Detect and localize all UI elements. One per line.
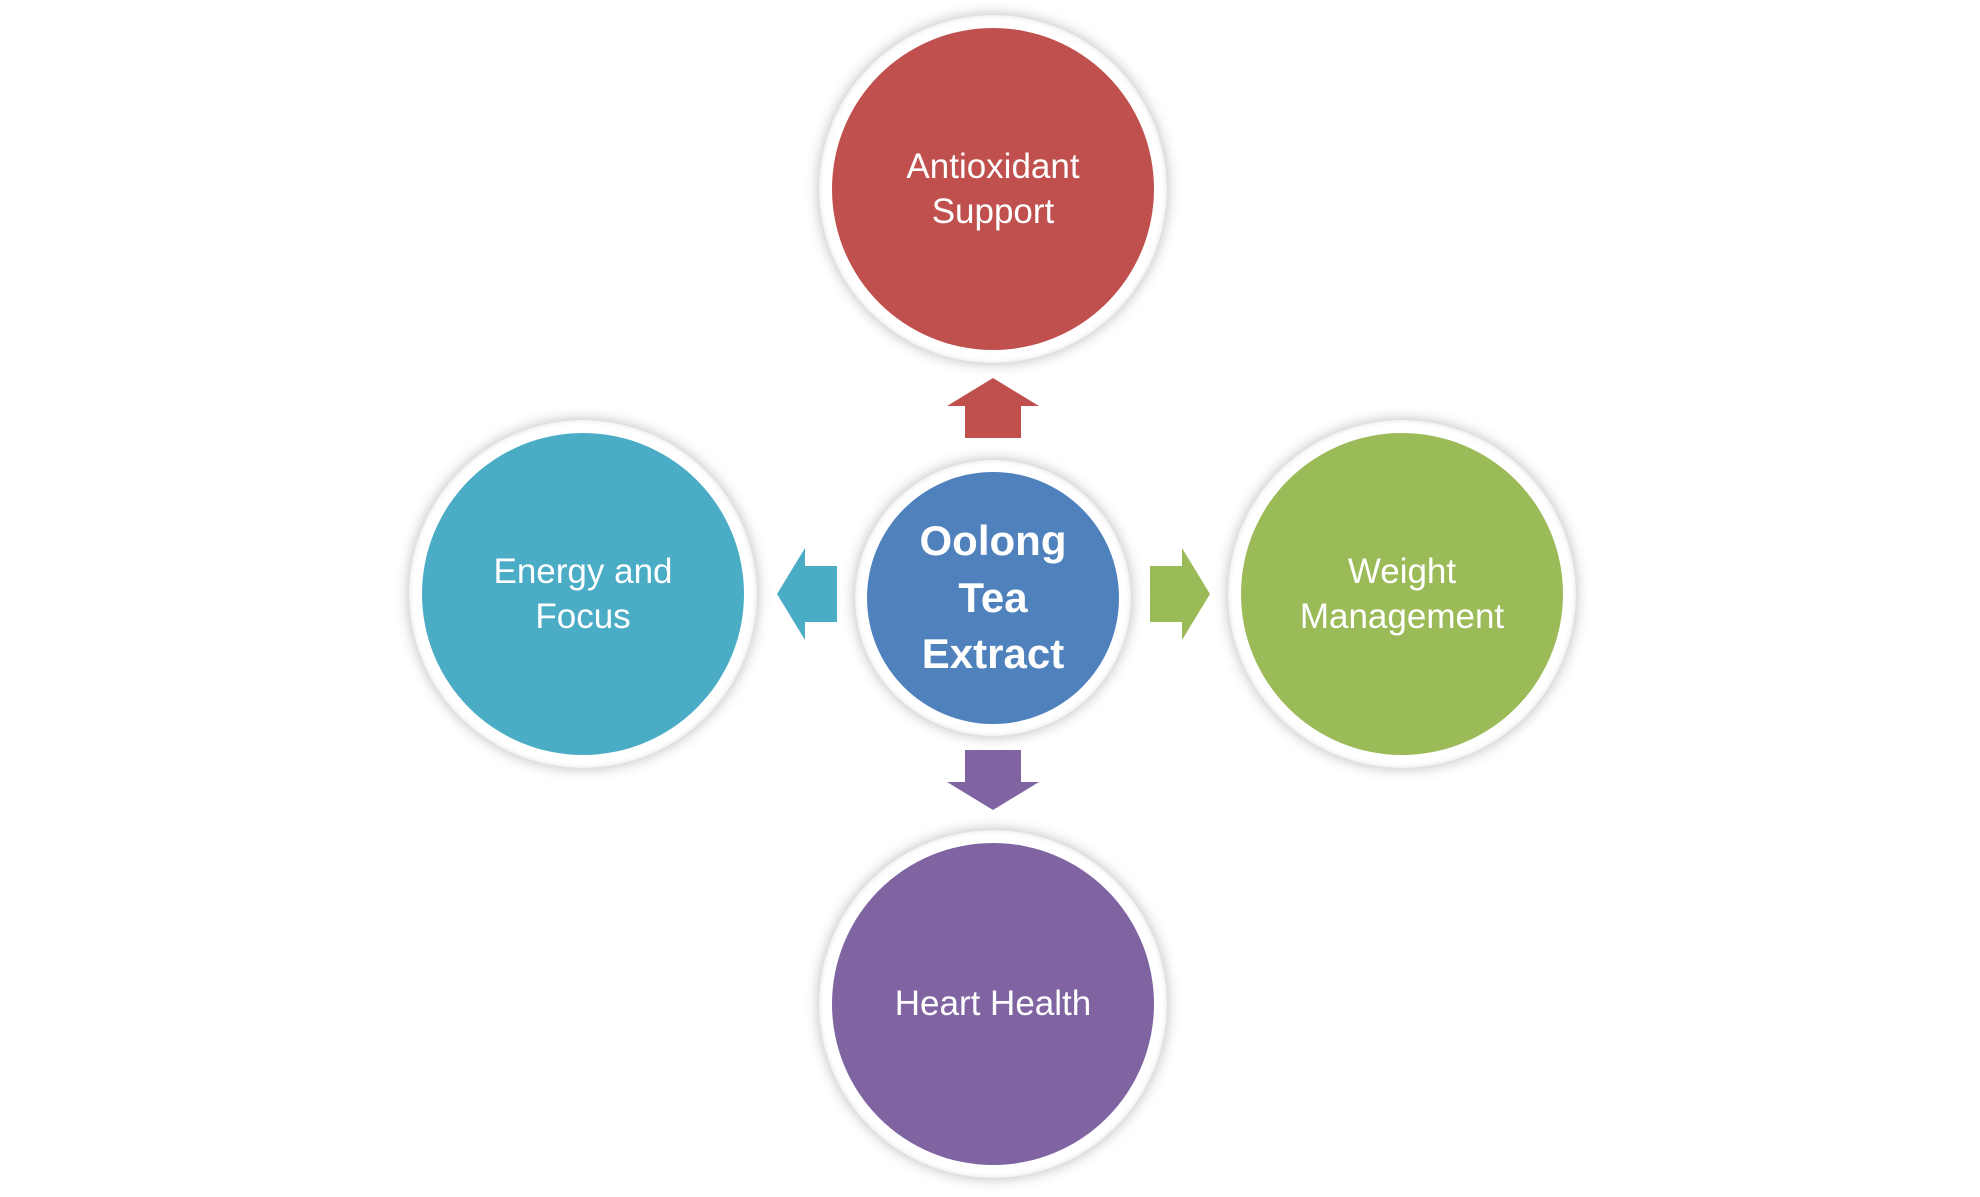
arrow-up-icon xyxy=(947,378,1039,438)
node-antioxidant-support-fill: Antioxidant Support xyxy=(832,28,1154,350)
node-heart-health: Heart Health xyxy=(819,830,1167,1178)
node-weight-management-fill: Weight Management xyxy=(1241,433,1563,755)
arrow-right-icon xyxy=(1150,548,1210,640)
node-weight-management-label: Weight Management xyxy=(1299,551,1505,637)
arrow-down-icon xyxy=(947,750,1039,810)
node-antioxidant-support: Antioxidant Support xyxy=(819,15,1167,363)
center-node-fill: Oolong Tea Extract xyxy=(867,472,1119,724)
node-weight-management: Weight Management xyxy=(1228,420,1576,768)
node-heart-health-label: Heart Health xyxy=(894,984,1092,1024)
arrow-left-icon xyxy=(777,548,837,640)
node-energy-and-focus-label: Energy and Focus xyxy=(493,551,673,637)
center-node-label: Oolong Tea Extract xyxy=(919,516,1067,678)
node-antioxidant-support-label: Antioxidant Support xyxy=(906,146,1080,232)
node-energy-and-focus: Energy and Focus xyxy=(409,420,757,768)
center-node-oolong-tea-extract: Oolong Tea Extract xyxy=(855,460,1131,736)
node-energy-and-focus-fill: Energy and Focus xyxy=(422,433,744,755)
node-heart-health-fill: Heart Health xyxy=(832,843,1154,1165)
